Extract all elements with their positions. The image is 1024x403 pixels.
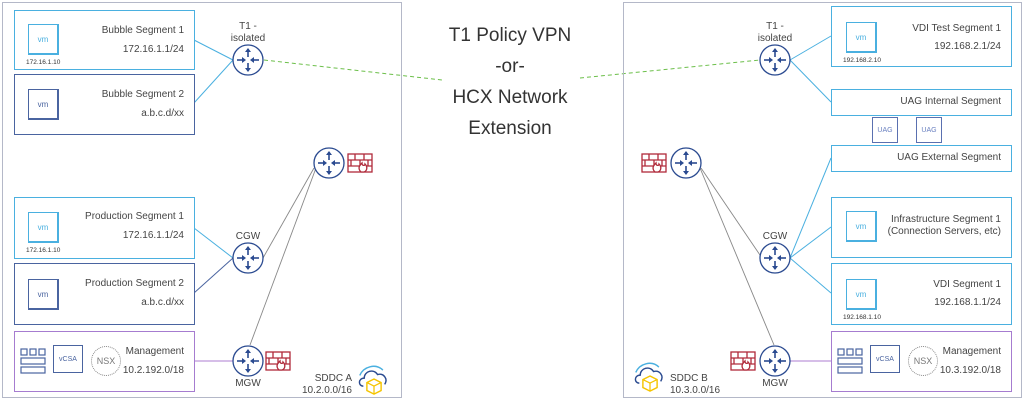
link-edge-cgw-a bbox=[262, 167, 315, 259]
segment-subnet: a.b.c.d/xx bbox=[141, 297, 184, 308]
vm-icon: vm bbox=[846, 211, 877, 242]
uag-appliance-1[interactable]: UAG bbox=[872, 117, 898, 143]
segment-subnet: 172.16.1.1/24 bbox=[122, 230, 184, 241]
segment-title: Production Segment 2 bbox=[85, 278, 184, 289]
segment-subnet: 10.3.192.0/18 bbox=[939, 365, 1001, 376]
segment-title: VDI Segment 1 bbox=[933, 279, 1001, 290]
link-bubble1-t1 bbox=[193, 39, 234, 61]
segment-subnet: 172.16.1.1/24 bbox=[122, 44, 184, 55]
center-line-4: Extension bbox=[468, 118, 552, 139]
segment-title: Infrastructure Segment 1 bbox=[890, 214, 1001, 225]
segment-vdi-test-1[interactable]: vm 192.168.2.10 VDI Test Segment 1 192.1… bbox=[831, 6, 1012, 67]
segment-production-2[interactable]: vm Production Segment 2 a.b.c.d/xx bbox=[14, 263, 195, 325]
link-t1-vditest bbox=[789, 35, 832, 61]
link-cgw-infra bbox=[789, 226, 832, 259]
t1-router-b-label: T1 -isolated bbox=[757, 21, 793, 44]
segment-title: Management bbox=[942, 346, 1001, 357]
center-line-2: -or- bbox=[495, 56, 525, 77]
hosts-icon bbox=[20, 348, 46, 374]
cgw-router-a-icon[interactable] bbox=[232, 242, 264, 274]
hosts-icon bbox=[837, 348, 863, 374]
vm-icon: vm bbox=[28, 89, 59, 120]
segment-infrastructure-1[interactable]: vm Infrastructure Segment 1 (Connection … bbox=[831, 197, 1012, 258]
sddc-cloud-icon bbox=[356, 363, 392, 395]
link-cgw-vdi bbox=[789, 257, 832, 294]
segment-title: UAG External Segment bbox=[897, 152, 1001, 163]
segment-title: Bubble Segment 2 bbox=[101, 89, 184, 100]
link-prod1-cgw bbox=[193, 227, 234, 259]
vm-ip: 192.168.2.10 bbox=[843, 57, 881, 64]
vm-icon: vm bbox=[28, 212, 59, 243]
segment-management-b[interactable]: vCSA NSX Management 10.3.192.0/18 bbox=[831, 331, 1012, 392]
vm-ip: 192.168.1.10 bbox=[843, 314, 881, 321]
segment-vdi-1[interactable]: vm 192.168.1.10 VDI Segment 1 192.168.1.… bbox=[831, 263, 1012, 325]
t1-router-b-icon[interactable] bbox=[759, 44, 791, 76]
segment-subnet: a.b.c.d/xx bbox=[141, 108, 184, 119]
segment-title: Bubble Segment 1 bbox=[101, 25, 184, 36]
firewall-icon bbox=[265, 351, 291, 371]
firewall-icon bbox=[641, 153, 667, 173]
segment-subnet: (Connection Servers, etc) bbox=[887, 226, 1001, 237]
edge-router-a-icon[interactable] bbox=[313, 147, 345, 179]
vpn-link-b bbox=[579, 59, 761, 79]
firewall-icon bbox=[347, 153, 373, 173]
center-line-1: T1 Policy VPN bbox=[448, 25, 572, 46]
vm-icon: vm bbox=[28, 279, 59, 310]
sddc-cloud-icon bbox=[632, 360, 668, 392]
sddc-a-panel bbox=[2, 2, 402, 398]
uag-appliance-2[interactable]: UAG bbox=[916, 117, 942, 143]
mgw-b-label: MGW bbox=[762, 378, 788, 389]
segment-title: UAG Internal Segment bbox=[900, 96, 1001, 107]
edge-router-b-icon[interactable] bbox=[670, 147, 702, 179]
cgw-a-label: CGW bbox=[235, 231, 261, 242]
segment-uag-external[interactable]: UAG External Segment bbox=[831, 145, 1012, 172]
vpn-link-a bbox=[263, 59, 443, 81]
firewall-icon bbox=[730, 351, 756, 371]
t1-router-a-icon[interactable] bbox=[232, 44, 264, 76]
vm-ip: 172.16.1.10 bbox=[26, 59, 61, 66]
t1-router-a-label: T1 -isolated bbox=[230, 21, 266, 44]
link-t1-uagint bbox=[789, 59, 832, 103]
vpn-hcx-label: T1 Policy VPN -or- HCX Network Extension bbox=[420, 20, 600, 144]
vcsa-icon: vCSA bbox=[53, 345, 83, 373]
segment-management-a[interactable]: vCSA NSX Management 10.2.192.0/18 bbox=[14, 331, 195, 392]
vm-icon: vm bbox=[28, 24, 59, 55]
nsx-icon: NSX bbox=[91, 346, 121, 376]
link-edge-cgw-b bbox=[700, 167, 763, 259]
segment-bubble-2[interactable]: vm Bubble Segment 2 a.b.c.d/xx bbox=[14, 74, 195, 135]
link-edge-mgw-b bbox=[699, 167, 775, 346]
segment-production-1[interactable]: vm 172.16.1.10 Production Segment 1 172.… bbox=[14, 197, 195, 259]
sddc-b-panel bbox=[623, 2, 1022, 398]
segment-subnet: 192.168.1.1/24 bbox=[934, 297, 1001, 308]
cgw-b-label: CGW bbox=[762, 231, 788, 242]
segment-title: Production Segment 1 bbox=[85, 211, 184, 222]
segment-uag-internal[interactable]: UAG Internal Segment bbox=[831, 89, 1012, 116]
segment-subnet: 10.2.192.0/18 bbox=[122, 365, 184, 376]
vm-icon: vm bbox=[846, 22, 877, 53]
nsx-icon: NSX bbox=[908, 346, 938, 376]
link-cgw-uagext bbox=[789, 157, 832, 259]
segment-bubble-1[interactable]: vm 172.16.1.10 Bubble Segment 1 172.16.1… bbox=[14, 10, 195, 70]
mgw-router-b-icon[interactable] bbox=[759, 345, 791, 377]
vm-icon: vm bbox=[846, 279, 877, 310]
mgw-a-label: MGW bbox=[235, 378, 261, 389]
cgw-router-b-icon[interactable] bbox=[759, 242, 791, 274]
link-bubble2-t1 bbox=[193, 59, 234, 104]
vm-ip: 172.16.1.10 bbox=[26, 247, 61, 254]
mgw-router-a-icon[interactable] bbox=[232, 345, 264, 377]
segment-subnet: 192.168.2.1/24 bbox=[934, 41, 1001, 52]
center-line-3: HCX Network bbox=[452, 87, 568, 108]
segment-title: VDI Test Segment 1 bbox=[912, 23, 1001, 34]
vcsa-icon: vCSA bbox=[870, 345, 900, 373]
link-prod2-cgw bbox=[193, 257, 234, 294]
link-edge-mgw-a bbox=[249, 167, 317, 346]
segment-title: Management bbox=[125, 346, 184, 357]
